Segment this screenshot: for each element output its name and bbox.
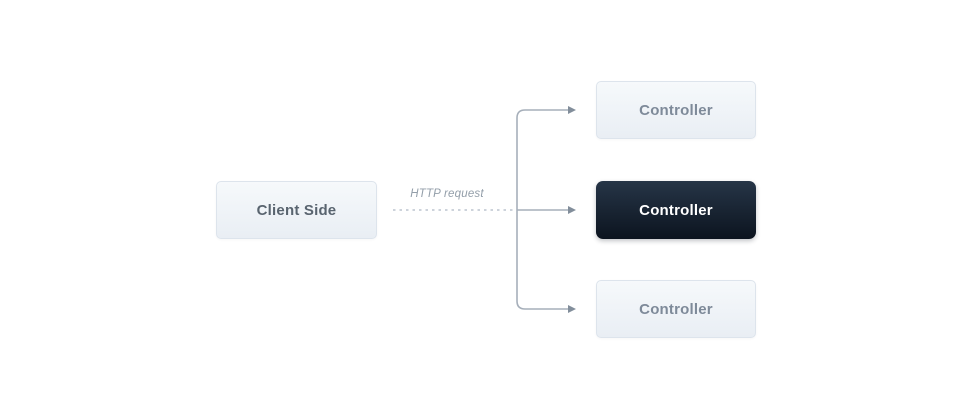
controller-bottom-label: Controller [639, 300, 713, 318]
controller-middle-label: Controller [639, 201, 713, 219]
controller-top-label: Controller [639, 101, 713, 119]
client-side-node: Client Side [216, 181, 377, 239]
controller-node-top: Controller [596, 81, 756, 139]
arrow-to-controller-top [516, 106, 576, 119]
http-request-label: HTTP request [410, 188, 484, 200]
controller-node-bottom: Controller [596, 280, 756, 338]
arrow-to-controller-bottom [516, 300, 576, 313]
client-side-label: Client Side [256, 201, 337, 219]
controller-node-middle-highlighted: Controller [596, 181, 756, 239]
